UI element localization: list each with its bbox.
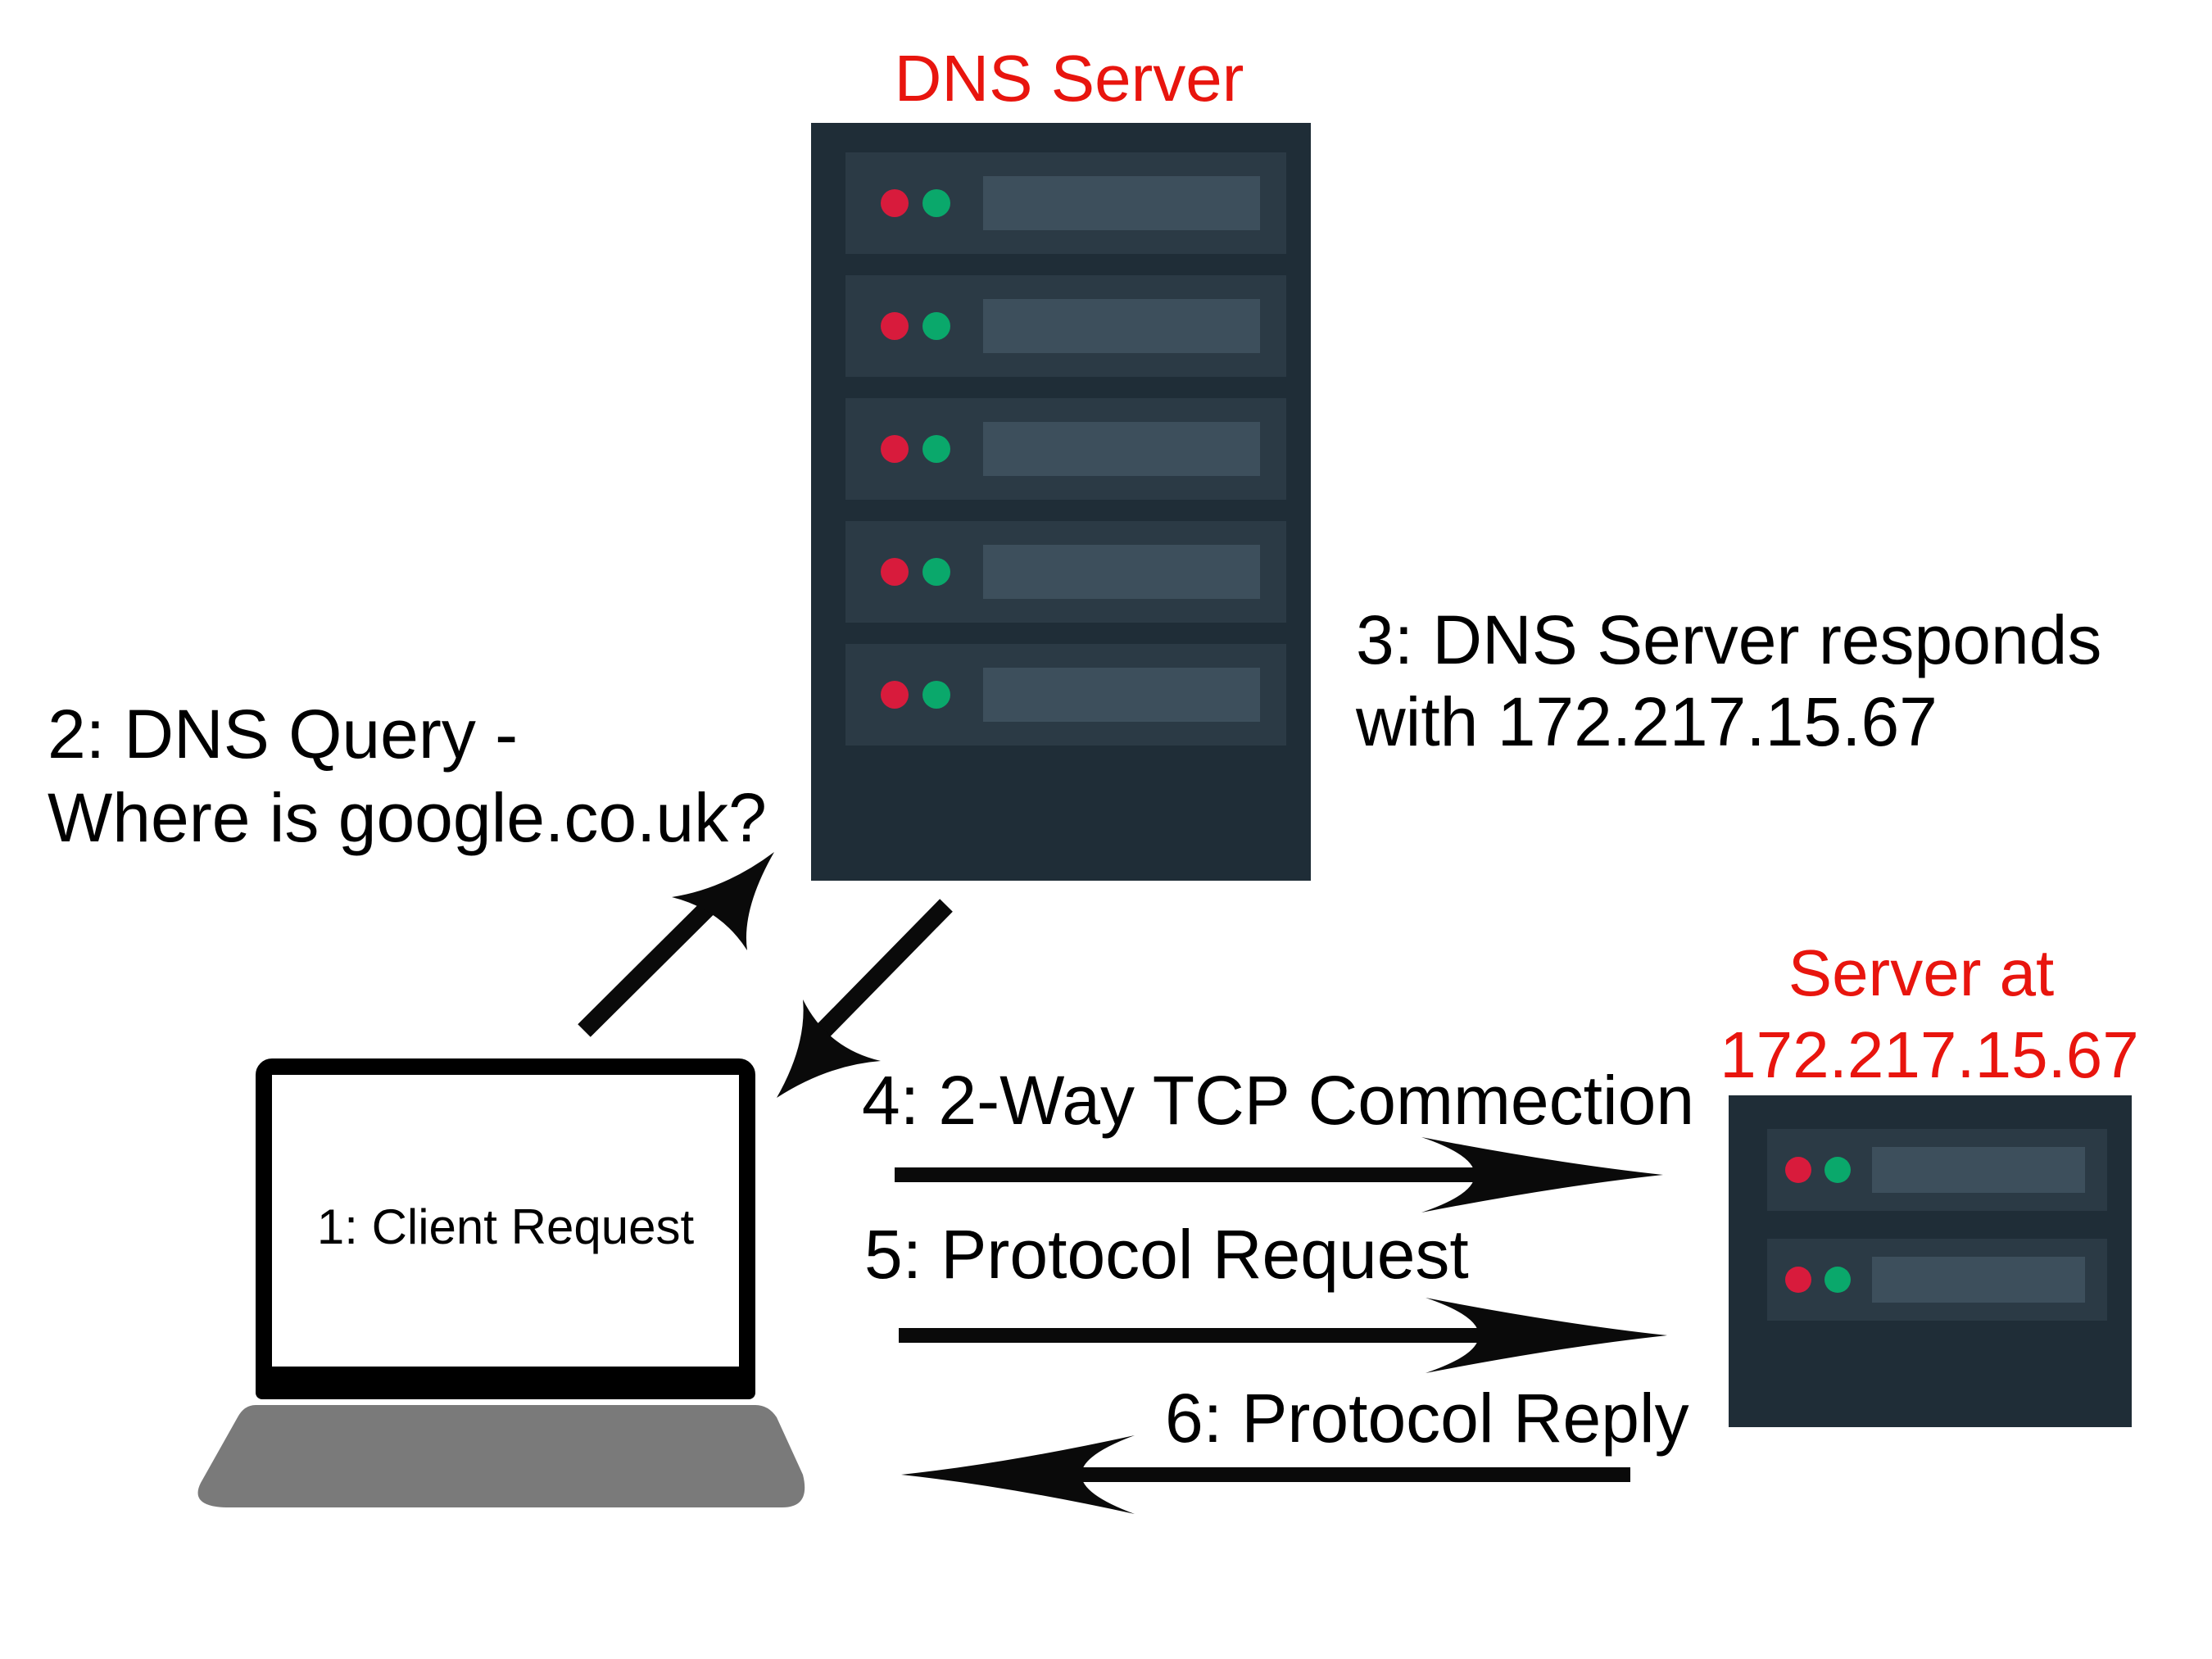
dns-server-green-led (922, 558, 950, 586)
dns-query-arrow (578, 852, 774, 1037)
step-5-protocol-request: 5: Protocol Request (864, 1216, 1469, 1293)
dns-server-red-led (881, 558, 909, 586)
dns-server-red-led (881, 312, 909, 340)
step-3-dns-response-line1: 3: DNS Server responds (1356, 601, 2101, 678)
step-4-tcp-connection: 4: 2-Way TCP Commection (862, 1062, 1694, 1139)
protocol-request-arrowhead (1426, 1298, 1667, 1373)
web-server-title-line2: 172.217.15.67 (1720, 1018, 2139, 1091)
web-server-title-line1: Server at (1788, 936, 2055, 1009)
dns-server-drive-bar (983, 299, 1260, 353)
dns-query-arrowhead (672, 852, 774, 950)
web-server: Server at 172.217.15.67 (1720, 936, 2139, 1427)
dns-server: DNS Server (811, 42, 1311, 881)
dns-server-slots (845, 152, 1286, 746)
dns-server-green-led (922, 312, 950, 340)
dns-server-red-led (881, 189, 909, 217)
dns-server-drive-bar (983, 422, 1260, 476)
web-server-green-led (1824, 1157, 1851, 1183)
protocol-request-arrow (899, 1298, 1667, 1373)
step-6-protocol-reply: 6: Protocol Reply (1165, 1380, 1689, 1457)
web-server-slots (1767, 1129, 2107, 1321)
step-2-dns-query-line1: 2: DNS Query - (48, 696, 518, 773)
dns-server-drive-bar (983, 176, 1260, 230)
dns-response-arrow (777, 899, 953, 1098)
dns-server-title: DNS Server (895, 42, 1244, 115)
web-server-drive-bar (1872, 1257, 2085, 1303)
dns-server-green-led (922, 681, 950, 709)
dns-server-red-led (881, 435, 909, 463)
dns-response-arrowhead (777, 999, 881, 1098)
web-server-green-led (1824, 1267, 1851, 1293)
dns-server-red-led (881, 681, 909, 709)
client-laptop: 1: Client Request (197, 1058, 805, 1507)
tcp-connection-arrow (895, 1137, 1663, 1213)
step-3-dns-response-line2: with 172.217.15.67 (1355, 683, 1938, 760)
dns-server-green-led (922, 435, 950, 463)
protocol-reply-arrowhead (901, 1435, 1135, 1514)
tcp-connection-arrowhead (1421, 1137, 1663, 1213)
laptop-screen-label: 1: Client Request (317, 1199, 695, 1254)
dns-server-green-led (922, 189, 950, 217)
laptop-hinge (256, 1367, 755, 1399)
web-server-red-led (1785, 1157, 1811, 1183)
dns-server-drive-bar (983, 668, 1260, 722)
laptop-base (197, 1405, 805, 1507)
step-2-dns-query-line2: Where is google.co.uk? (48, 779, 767, 856)
dns-server-drive-bar (983, 545, 1260, 599)
web-server-drive-bar (1872, 1147, 2085, 1193)
protocol-reply-arrow (901, 1435, 1630, 1514)
web-server-red-led (1785, 1267, 1811, 1293)
